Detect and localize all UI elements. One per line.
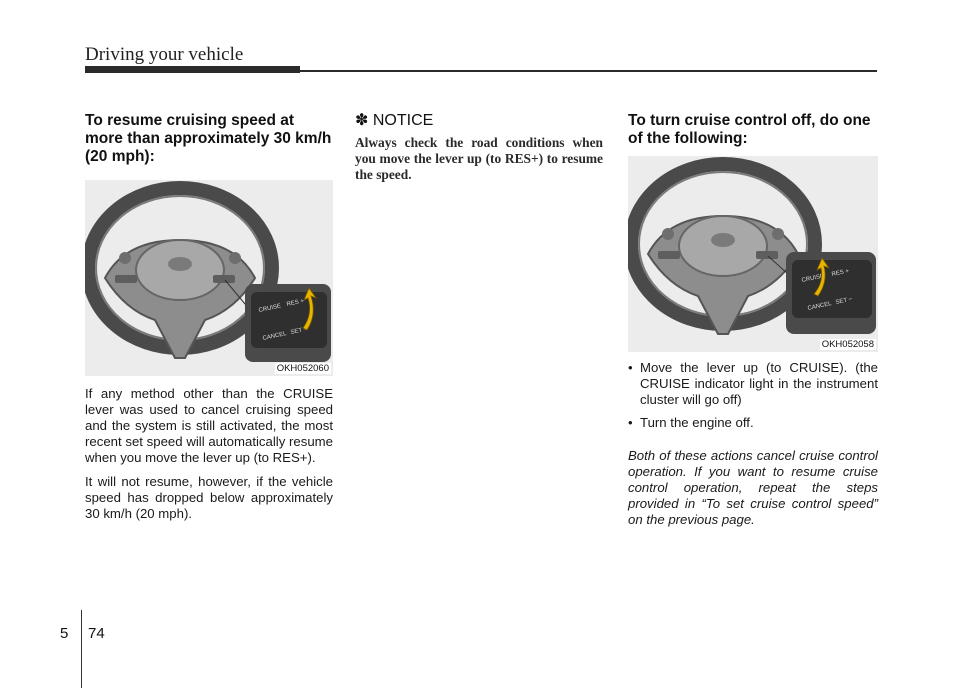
cruise-off-note: Both of these actions cancel cruise cont… [628, 448, 878, 527]
up-arrow-icon-2 [813, 257, 831, 297]
resume-heading: To resume cruising speed at more than ap… [85, 112, 332, 165]
column-right: To turn cruise control off, do one of th… [628, 112, 878, 528]
lever-label-cruise-2: CRUISE [801, 273, 824, 284]
resume-paragraph-1: If any method other than the CRUISE leve… [85, 386, 333, 465]
lever-label-set-2: SET − [835, 297, 853, 306]
list-item: Move the lever up (to CRUISE). (the CRUI… [628, 360, 878, 408]
cruise-off-heading: To turn cruise control off, do one of th… [628, 112, 871, 147]
list-item: Turn the engine off. [628, 415, 878, 431]
cruise-off-list: Move the lever up (to CRUISE). (the CRUI… [628, 360, 878, 431]
steering-wheel-figure-2: CRUISE RES + CANCEL SET − OKH052058 [628, 156, 878, 352]
steering-wheel-illustration: CRUISE RES + CANCEL SET − [85, 180, 333, 376]
up-arrow-icon [302, 287, 318, 331]
notice-title: ✽ NOTICE [355, 112, 434, 129]
steering-wheel-illustration-2: CRUISE RES + CANCEL SET − [628, 156, 878, 352]
header-rule-thin [300, 70, 877, 72]
lever-label-cancel: CANCEL [262, 331, 288, 342]
lever-label-res: RES + [286, 298, 305, 308]
lever-label-set: SET − [290, 327, 308, 336]
resume-paragraph-2: It will not resume, however, if the vehi… [85, 474, 333, 521]
column-left: To resume cruising speed at more than ap… [85, 112, 333, 522]
steering-wheel-figure: CRUISE RES + CANCEL SET − OKH052060 [85, 180, 333, 376]
section-title: Driving your vehicle [85, 44, 244, 65]
figure-code: OKH052060 [274, 363, 331, 374]
header-rule-thick [85, 66, 300, 73]
lever-label-cruise: CRUISE [258, 303, 281, 314]
footer-rule [81, 610, 82, 688]
chapter-number: 5 [60, 625, 69, 642]
column-middle: ✽ NOTICE Always check the road condition… [355, 112, 603, 183]
page-number: 74 [88, 625, 105, 642]
notice-body: Always check the road conditions when yo… [355, 135, 603, 182]
figure-code-2: OKH052058 [819, 339, 876, 350]
lever-label-res-2: RES + [831, 268, 850, 278]
lever-label-cancel-2: CANCEL [807, 301, 833, 312]
